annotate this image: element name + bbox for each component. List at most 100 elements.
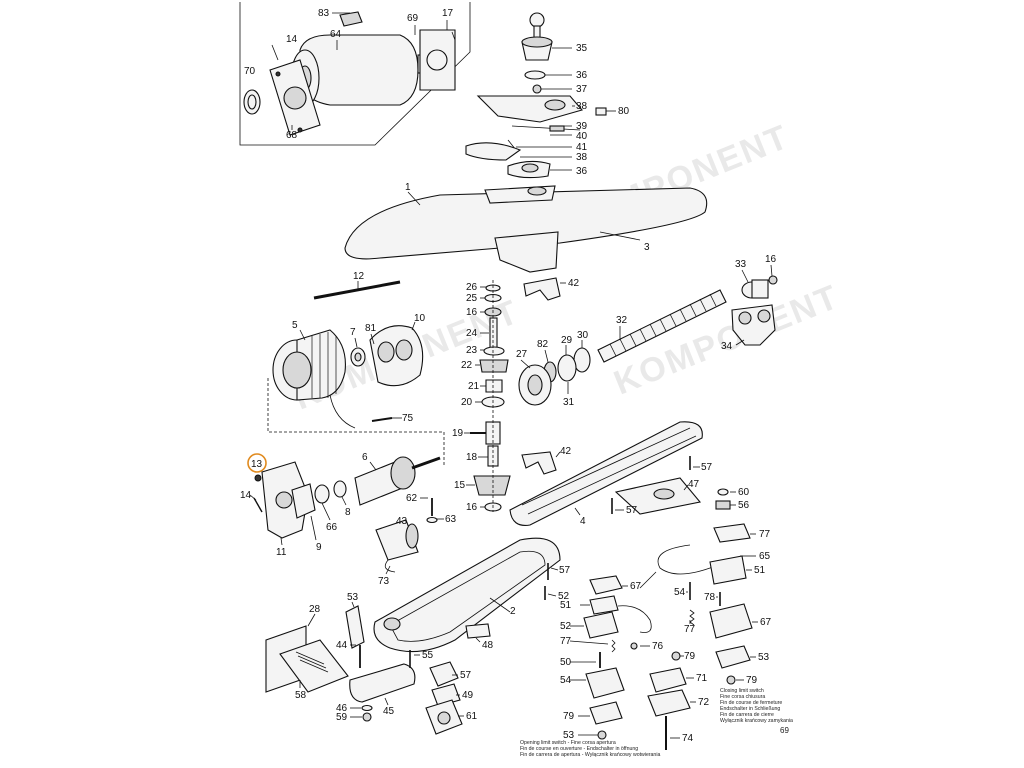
callout: 16	[466, 502, 478, 513]
callout-highlighted: 13	[251, 459, 263, 470]
caption-line: Closing limit switch	[720, 688, 764, 694]
callout: 43	[396, 516, 408, 527]
shaft-stack	[470, 277, 561, 512]
callout: 77	[560, 636, 572, 647]
callout: 51	[560, 600, 572, 611]
parts-60-56: 60 56	[715, 487, 750, 511]
switch-parts	[639, 523, 753, 685]
bottom-center-callouts: 57 49 61 48	[452, 637, 494, 722]
callout: 57	[701, 462, 713, 473]
callout: 20	[461, 397, 473, 408]
callout: 15	[454, 480, 466, 491]
cover-callouts: 1 3	[405, 182, 650, 253]
base-housing: 2 57 52	[373, 537, 571, 653]
callout: 26	[466, 282, 478, 293]
callout: 69	[407, 13, 419, 24]
callout: 11	[276, 547, 287, 558]
switch-callouts: 77 65 51 54 78 77 67 53 79	[674, 529, 772, 686]
callout: 36	[576, 166, 588, 177]
rotor-assembly	[253, 456, 441, 539]
callout: 57	[460, 670, 472, 681]
callout: 5	[292, 320, 298, 331]
callout: 53	[758, 652, 770, 663]
callout: 70	[244, 66, 256, 77]
callout: 42	[568, 278, 580, 289]
callout: 14	[286, 34, 298, 45]
callout: 71	[696, 673, 708, 684]
callout: 24	[466, 328, 478, 339]
callout: 21	[468, 381, 480, 392]
caption-line: Fin de course de fermeture	[720, 700, 782, 706]
highlight-ring	[247, 453, 267, 473]
callout: 34	[721, 341, 733, 352]
callout: 73	[378, 576, 390, 587]
callout: 7	[350, 327, 356, 338]
bottom-center-parts	[425, 623, 491, 735]
callout: 82	[537, 339, 549, 350]
caption-line: Fin de carrera de cierre	[720, 712, 774, 718]
callout: 55	[422, 650, 434, 661]
housing-cover	[344, 185, 708, 273]
callout: 25	[466, 293, 478, 304]
inset-callouts: 83 69 17 14 64 70 68	[244, 8, 454, 141]
callout: 83	[318, 8, 330, 19]
callout: 77	[684, 624, 696, 635]
callout: 37	[576, 84, 588, 95]
callout: 6	[362, 452, 368, 463]
callout: 65	[759, 551, 771, 562]
callout: 28	[309, 604, 321, 615]
top-callouts: 35 36 37 38 80 39 40 41 38 36	[516, 43, 630, 177]
callout: 23	[466, 345, 478, 356]
callout: 46	[336, 703, 348, 714]
motor-inset	[239, 2, 471, 146]
callout: 61	[466, 711, 478, 722]
callout: 8	[345, 507, 351, 518]
callout: 32	[616, 315, 628, 326]
callout: 52	[560, 621, 572, 632]
callout: 79	[746, 675, 758, 686]
rail-4	[509, 421, 703, 526]
callout: 48	[482, 640, 494, 651]
callout: 57	[559, 565, 571, 576]
callout: 16	[765, 254, 777, 265]
callout: 64	[330, 29, 342, 40]
callout: 4	[580, 516, 586, 527]
worm-callouts: 27 82 29 30 31 32 33 16 34	[516, 254, 777, 408]
bottom-left-callouts: 53 28 44 55 58 45 46 59	[295, 592, 434, 723]
shaft-callouts: 26 25 16 42 24 23 22 20 21	[461, 278, 580, 408]
callout: 42	[560, 446, 572, 457]
callout: 33	[735, 259, 747, 270]
callout: 2	[510, 606, 516, 617]
callout: 68	[286, 130, 298, 141]
callout: 39	[576, 121, 588, 132]
callout: 57	[626, 505, 638, 516]
callout: 17	[442, 8, 454, 19]
callout: 60	[738, 487, 750, 498]
callout: 58	[295, 690, 307, 701]
bottom-left-parts	[265, 605, 416, 722]
callout: 54	[560, 675, 572, 686]
callout: 56	[738, 500, 750, 511]
callout: 50	[560, 657, 572, 668]
caption-line: Fine corsa chiusura	[720, 694, 765, 700]
callout: 47	[688, 479, 700, 490]
callout: 16	[466, 307, 478, 318]
callout: 63	[445, 514, 457, 525]
callout: 53	[347, 592, 359, 603]
callout: 52	[558, 591, 570, 602]
callout: 41	[576, 142, 588, 153]
switch-parts-center	[583, 575, 691, 750]
callout: 72	[698, 697, 710, 708]
callout: 67	[630, 581, 642, 592]
callout: 38	[576, 152, 588, 163]
caption-line: Wyłącznik krańcowy zamykania	[720, 718, 793, 724]
callout: 81	[365, 323, 377, 334]
callout: 59	[336, 712, 348, 723]
rod-12: 12	[313, 271, 401, 300]
callout: 3	[644, 242, 650, 253]
callout: 22	[461, 360, 473, 371]
callout: 29	[561, 335, 573, 346]
callout: 74	[682, 733, 694, 744]
page-mark: 69	[780, 726, 789, 735]
